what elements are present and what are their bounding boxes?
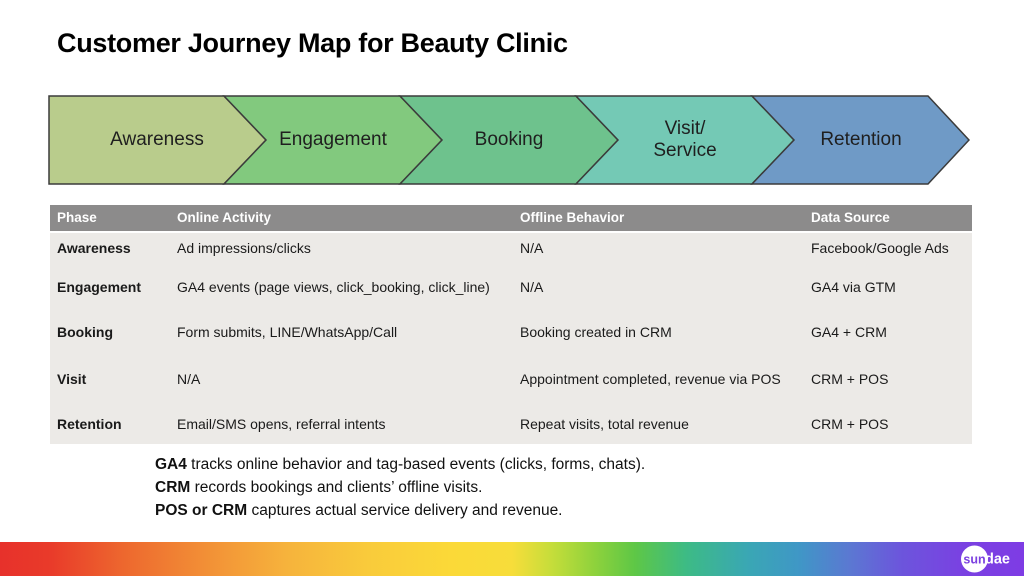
table-row-engagement-phase: Engagement — [57, 278, 142, 295]
note-crm-text: records bookings and clients’ offline vi… — [190, 479, 483, 496]
note-crm-term: CRM — [155, 479, 191, 496]
table-header-row: Phase Online Activity Offline Behavior D… — [50, 205, 972, 231]
table-row-retention-online: Email/SMS opens, referral intents — [177, 415, 386, 432]
table-row-awareness-source: Facebook/Google Ads — [811, 239, 949, 256]
sundae-logo-text: dae — [985, 551, 1010, 567]
sundae-logo-circle: sun — [961, 545, 988, 573]
table-row-booking-online: Form submits, LINE/WhatsApp/Call — [177, 324, 398, 341]
chevron-awareness — [48, 95, 268, 185]
table-row-awareness-phase: Awareness — [57, 239, 131, 256]
table-row-visit-online: N/A — [177, 371, 201, 388]
table-row-retention-source: CRM + POS — [811, 415, 889, 432]
column-header-online-activity: Online Activity — [177, 209, 272, 225]
table-row-booking-phase: Booking — [57, 324, 113, 341]
chevron-shapes — [48, 95, 970, 185]
note-ga4-text: tracks online behavior and tag-based eve… — [186, 456, 646, 473]
table-row-retention-phase: Retention — [57, 415, 122, 432]
journey-table: Phase Online Activity Offline Behavior D… — [50, 205, 972, 444]
table-body: Awareness Ad impressions/clicks N/A Face… — [50, 233, 972, 444]
column-header-offline-behavior: Offline Behavior — [520, 209, 625, 225]
footnotes: GA4 tracks online behavior and tag-based… — [155, 453, 645, 522]
table-row-retention-offline: Repeat visits, total revenue — [520, 415, 689, 432]
note-ga4-term: GA4 — [155, 456, 187, 473]
table-row-booking-source: GA4 + CRM — [811, 324, 887, 341]
column-header-data-source: Data Source — [811, 209, 890, 225]
note-pos-text: captures actual service delivery and rev… — [247, 502, 563, 519]
table-row-awareness-online: Ad impressions/clicks — [177, 239, 311, 256]
table-row-visit-source: CRM + POS — [811, 371, 889, 388]
column-header-phase: Phase — [57, 209, 97, 225]
note-ga4: GA4 tracks online behavior and tag-based… — [155, 453, 645, 476]
page-title: Customer Journey Map for Beauty Clinic — [57, 28, 568, 58]
journey-stage-band — [48, 95, 970, 185]
table-row-engagement-offline: N/A — [520, 278, 544, 295]
chevron-retention — [750, 95, 970, 185]
table-row-engagement-source: GA4 via GTM — [811, 278, 896, 295]
table-row-awareness-offline: N/A — [520, 239, 544, 256]
table-row-engagement-online: GA4 events (page views, click_booking, c… — [177, 278, 490, 295]
table-row-visit-phase: Visit — [57, 371, 87, 388]
table-row-booking-offline: Booking created in CRM — [520, 324, 672, 341]
note-pos-term: POS or CRM — [155, 502, 248, 519]
note-pos: POS or CRM captures actual service deliv… — [155, 499, 645, 522]
note-crm: CRM records bookings and clients’ offlin… — [155, 476, 645, 499]
table-row-visit-offline: Appointment completed, revenue via POS — [520, 371, 781, 388]
